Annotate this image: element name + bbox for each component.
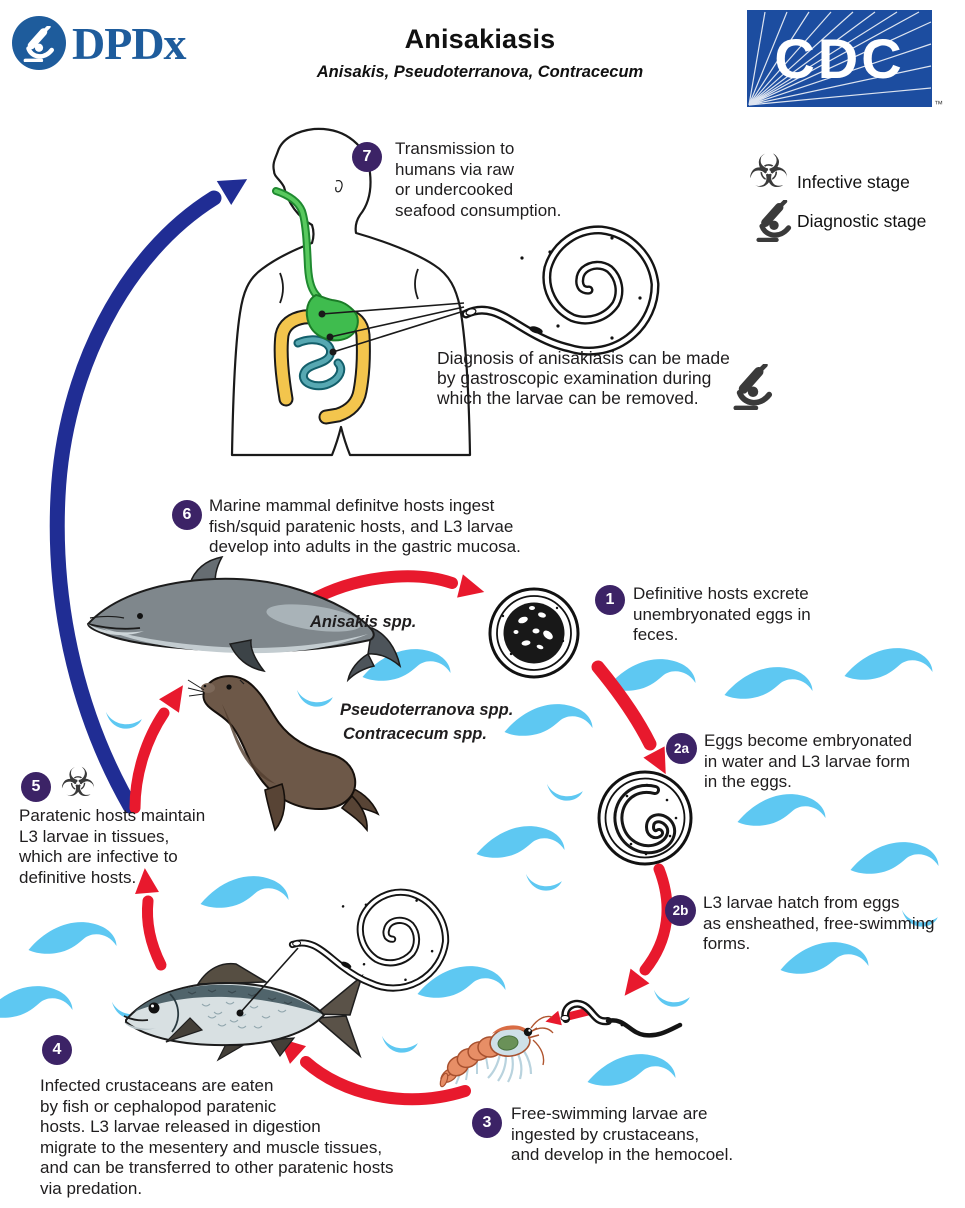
step-2b-text: L3 larvae hatch from eggs as ensheathed,…: [703, 893, 935, 953]
embryonated-egg-illustration: [597, 770, 693, 866]
wave-icon: [200, 876, 289, 908]
unembryonated-egg-illustration: [488, 587, 580, 679]
step-6-text: Marine mammal definitve hosts ingest fis…: [209, 496, 521, 556]
step-2a-badge: 2a: [666, 733, 697, 764]
step-5-badge: 5: [21, 772, 51, 802]
fish-illustration: [123, 962, 364, 1062]
dpdx-logo: DPDx: [10, 14, 187, 72]
arrow-paratenic-to-mammals: [129, 685, 183, 814]
legend-infective-label: Infective stage: [797, 172, 910, 192]
wave-icon: [737, 794, 826, 826]
step-2a-text: Eggs become embryonated in water and L3 …: [704, 731, 912, 791]
contracecum-label: Contracecum spp.: [343, 725, 487, 743]
blue-transmission-arrow: [49, 179, 248, 814]
arrow-2a-to-larva: [624, 863, 673, 996]
wave-icon: [381, 1035, 418, 1053]
step-7-text: Transmission to humans via raw or underc…: [395, 139, 562, 220]
anisakis-label: Anisakis spp.: [310, 613, 417, 631]
larva-in-fish-worm-illustration: [288, 878, 452, 995]
step-7-badge: 7: [352, 142, 382, 172]
step-4-badge: 4: [42, 1035, 72, 1065]
arrow-fish-to-paratenic: [135, 868, 167, 971]
small-intestine: [293, 335, 346, 391]
page-subtitle: Anisakis, Pseudoterranova, Contracecum: [316, 63, 644, 81]
step-5-text: Paratenic hosts maintain L3 larvae in ti…: [19, 806, 206, 887]
fish-worm-pointer-line: [239, 947, 299, 1014]
wave-icon: [0, 986, 73, 1018]
dolphin-illustration: [86, 555, 402, 683]
pseudoterranova-label: Pseudoterranova spp.: [340, 701, 514, 719]
microscope-icon: [756, 200, 792, 242]
step-3-badge: 3: [472, 1108, 502, 1138]
arrow-egg-to-2a: [591, 660, 666, 775]
cdc-logo-rays: [748, 11, 932, 106]
wave-icon: [850, 842, 939, 874]
wave-icon: [105, 711, 142, 729]
page-title: Anisakiasis: [404, 24, 556, 54]
step-3-text: Free-swimming larvae are ingested by cru…: [511, 1104, 734, 1164]
arrow-dolphin-to-egg: [304, 570, 485, 607]
biohazard-icon: ☣: [748, 145, 790, 197]
wave-icon: [28, 922, 117, 954]
wave-icon: [653, 989, 690, 1007]
biohazard-icon: ☣: [60, 761, 96, 805]
wave-icon: [525, 873, 562, 891]
free-swimming-larva-illustration: [560, 999, 683, 1038]
red-cycle-arrows: [129, 570, 673, 1106]
wave-icon: [724, 667, 813, 699]
wave-icon: [504, 704, 593, 736]
step-4-text: Infected crustaceans are eaten by fish o…: [40, 1076, 394, 1198]
legend-diagnostic-label: Diagnostic stage: [797, 211, 927, 231]
cdc-logo-text: CDC: [774, 27, 905, 90]
adult-worm-illustration: [465, 230, 655, 351]
diagnosis-pointer-lines: [318, 302, 465, 356]
human-figure-illustration: [230, 127, 472, 457]
wave-icon: [546, 783, 583, 801]
step-2b-badge: 2b: [665, 895, 696, 926]
cdc-logo: CDC: [747, 10, 932, 107]
dpdx-microscope-icon: [12, 16, 66, 70]
crustacean-illustration: [439, 1015, 554, 1088]
step-6-badge: 6: [172, 500, 202, 530]
cdc-trademark: ™: [934, 99, 943, 109]
wave-icon: [844, 648, 933, 680]
step-1-badge: 1: [595, 585, 625, 615]
microscope-icon: [733, 364, 773, 410]
diagnosis-note-text: Diagnosis of anisakiasis can be made by …: [437, 348, 730, 408]
wave-icon: [296, 689, 333, 707]
seal-illustration: [187, 675, 380, 833]
wave-icon: [476, 826, 565, 858]
esophagus-stomach: [272, 187, 359, 342]
step-1-text: Definitive hosts excrete unembryonated e…: [633, 584, 811, 644]
dpdx-logo-text: DPDx: [72, 17, 187, 69]
wave-icon: [587, 1054, 676, 1086]
